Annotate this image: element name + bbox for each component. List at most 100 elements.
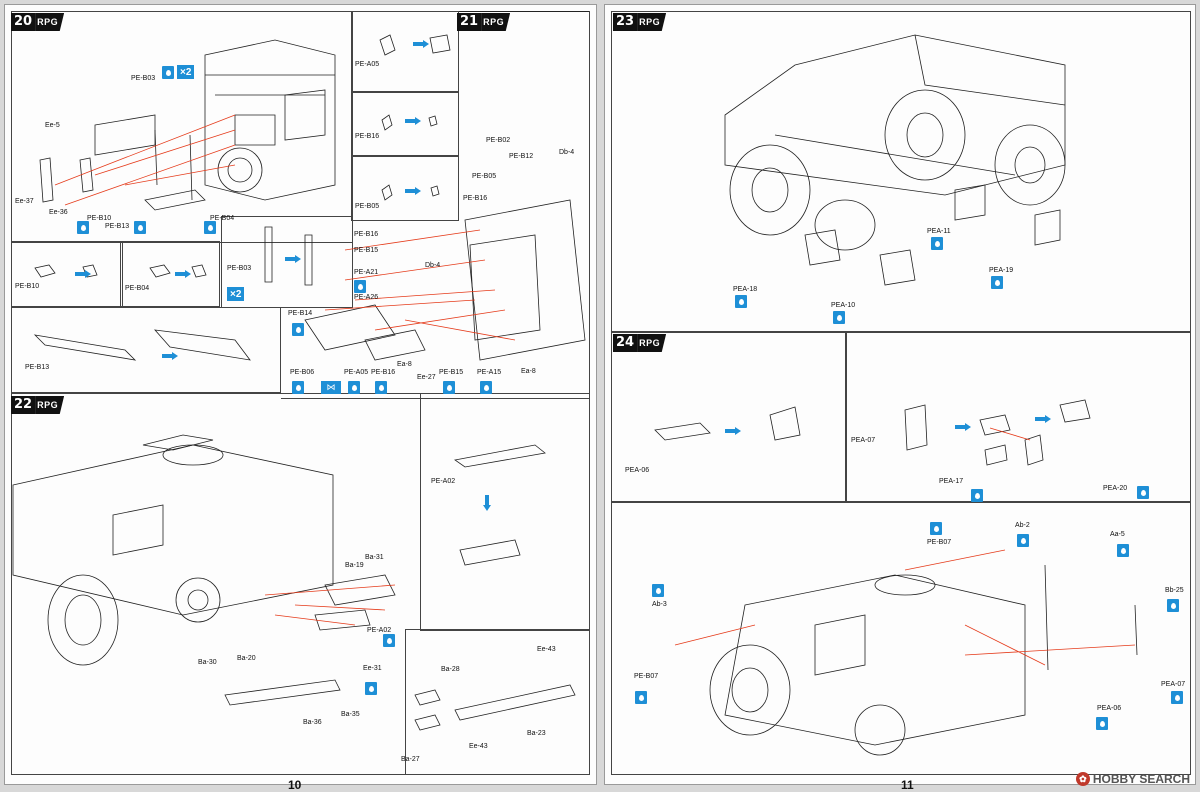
part-label: PE-B14	[288, 310, 313, 317]
glue-icon	[1017, 534, 1029, 547]
step20-sub-pe-b10	[11, 241, 123, 307]
arrow-icon	[405, 117, 421, 125]
part-label: PE-B06	[290, 369, 315, 376]
step24-badge: 24 RPG	[613, 334, 667, 352]
part-label: PE-B13	[105, 223, 130, 230]
glue-icon	[354, 280, 366, 293]
part-label: PE-B05	[355, 203, 380, 210]
vehicle-antenna-drawing	[674, 549, 1138, 756]
step20-sub-pe-a05	[351, 11, 459, 93]
bend-icon: ⋈	[321, 381, 341, 394]
arrow-icon	[413, 40, 429, 48]
step23-panel	[611, 11, 1191, 333]
quantity-badge: ×2	[177, 65, 195, 79]
part-label: PE-B13	[25, 364, 50, 371]
glue-icon	[930, 522, 942, 535]
vehicle-door-drawing	[304, 199, 586, 361]
part-label: Ba-23	[527, 730, 546, 737]
part-label: PE-A21	[354, 269, 379, 276]
step21-panel	[281, 11, 590, 399]
arrow-icon	[75, 270, 91, 278]
part-label: Ee-31	[363, 665, 382, 672]
left-page: 20 RPG 21 RPG 22 RPG	[4, 4, 597, 792]
part-label: Ee-27	[417, 374, 436, 381]
step20-sub-pe-b05	[351, 155, 459, 221]
step22-sub-ee-43	[405, 629, 590, 775]
vehicle-underside-drawing	[724, 34, 1066, 251]
arrow-icon	[162, 352, 178, 360]
step-number: 23	[613, 13, 638, 31]
step-number: 22	[11, 396, 36, 414]
part-label: PE-A05	[355, 61, 380, 68]
arrow-icon	[1035, 415, 1051, 423]
brand-mark: RPG	[35, 13, 65, 31]
brand-mark: RPG	[35, 396, 65, 414]
part-label: PE-B12	[509, 153, 534, 160]
glue-icon	[204, 221, 216, 234]
glue-icon	[735, 295, 747, 308]
part-label: PE-B03	[227, 265, 252, 272]
arrow-icon	[175, 270, 191, 278]
part-label: PE-B16	[371, 369, 396, 376]
step22-badge: 22 RPG	[11, 396, 65, 414]
glue-icon	[652, 584, 664, 597]
pea-panels-drawing	[804, 184, 1061, 286]
part-label: Ee-36	[49, 209, 68, 216]
ee-43-drawing	[414, 684, 576, 731]
part-label: PE-B03	[131, 75, 156, 82]
part-label: PE-B02	[486, 137, 511, 144]
brand-mark: RPG	[637, 13, 667, 31]
part-label: PEA-07	[1161, 681, 1186, 688]
part-label: PEA-19	[989, 267, 1014, 274]
part-label: Ee-37	[15, 198, 34, 205]
part-label: PE-B10	[15, 283, 40, 290]
step20-sub-pe-b13	[11, 307, 281, 393]
part-label: PEA-07	[851, 437, 876, 444]
part-label: PE-A26	[354, 294, 379, 301]
part-label: PEA-11	[927, 228, 951, 235]
part-label: PE-A05	[344, 369, 369, 376]
part-label: PE-B16	[355, 133, 380, 140]
part-label: Aa-5	[1110, 531, 1125, 538]
part-label: Ba-35	[341, 711, 360, 718]
part-label: PE-B07	[634, 673, 659, 680]
step20-panel	[11, 11, 353, 243]
glue-icon	[1117, 544, 1129, 557]
glue-icon	[833, 311, 845, 324]
right-page: 23 RPG 24 RPG	[604, 4, 1196, 792]
pe-b13-drawing	[33, 329, 251, 361]
arrow-icon	[285, 255, 301, 263]
part-label: Ba-31	[365, 554, 384, 561]
step22-sub-pe-a02	[420, 393, 590, 631]
arrow-icon	[725, 427, 741, 435]
part-label: PEA-06	[1097, 705, 1122, 712]
part-label: Ea-8	[521, 368, 536, 375]
glue-icon	[292, 323, 304, 336]
brand-mark: RPG	[637, 334, 667, 352]
step23-badge: 23 RPG	[613, 13, 667, 31]
part-label: PE-B10	[87, 215, 112, 222]
watermark-text: HOBBY SEARCH	[1092, 772, 1190, 786]
step24-panel-c	[611, 501, 1191, 775]
glue-icon	[292, 381, 304, 394]
part-label: Ba-20	[237, 655, 256, 662]
part-label: Ba-36	[303, 719, 322, 726]
watermark: ✿ HOBBY SEARCH	[1075, 772, 1190, 786]
part-label: Ee-43	[537, 646, 556, 653]
glue-icon	[480, 381, 492, 394]
glue-icon	[991, 276, 1003, 289]
glue-icon	[971, 489, 983, 502]
step24-panel-a	[611, 331, 847, 503]
glue-icon	[134, 221, 146, 234]
pea-06-drawing	[654, 406, 801, 441]
part-label: PEA-17	[939, 478, 964, 485]
part-label: PE-B15	[354, 247, 379, 254]
glue-icon	[1171, 691, 1183, 704]
glue-icon	[635, 691, 647, 704]
step20-sub-pe-b04	[120, 241, 220, 307]
glue-icon	[77, 221, 89, 234]
glue-icon	[443, 381, 455, 394]
glue-icon	[365, 682, 377, 695]
part-label: Ba-30	[198, 659, 217, 666]
pe-b10-drawing	[34, 264, 98, 278]
